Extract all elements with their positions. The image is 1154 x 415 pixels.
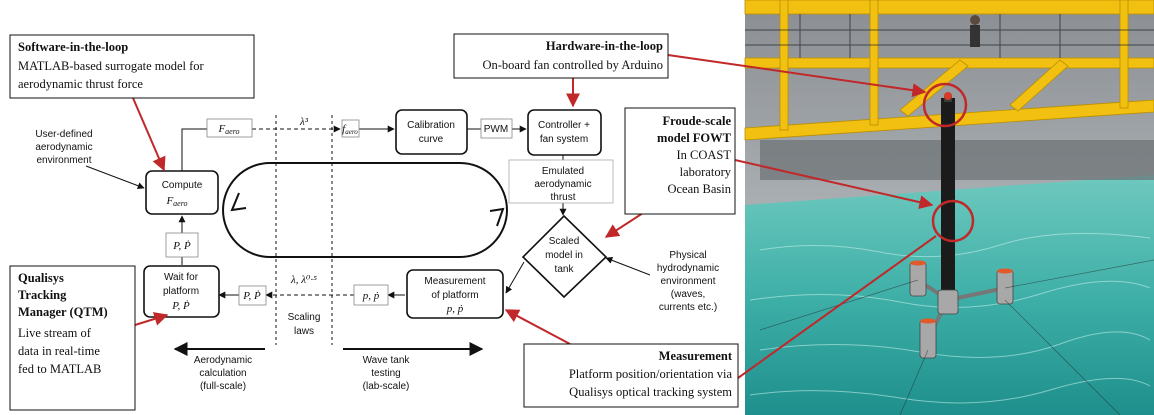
scaling-laws-label-1: Scaling — [288, 312, 321, 323]
controller-label-2: fan system — [540, 134, 588, 145]
qtm-callout-body-2: data in real-time — [18, 344, 100, 358]
wait-for-platform-block — [143, 265, 220, 318]
scaled-label-1: Scaled — [549, 236, 580, 247]
cycle-loop — [222, 162, 508, 258]
hil-callout-body: On-board fan controlled by Arduino — [482, 58, 663, 72]
p-dot-lab-label: p, ṗ — [362, 290, 380, 302]
measurement-platform-label-2: of platform — [431, 290, 478, 301]
emulated-label-1: Emulated — [542, 166, 584, 177]
qtm-callout-body-1: Live stream of — [18, 326, 92, 340]
emulated-label-2: aerodynamic — [534, 179, 591, 190]
signal-connectors — [85, 125, 651, 356]
measurement-platform-symbol: p, ṗ — [446, 303, 464, 315]
physical-label-4: (waves, — [671, 289, 705, 300]
froude-callout-body-2: laboratory — [680, 165, 732, 179]
froude-callout-title-1: Froude-scale — [662, 114, 731, 128]
controller-label-1: Controller + — [538, 120, 590, 131]
lambda-cubed-label: λ³ — [299, 116, 309, 128]
measurement-callout-body-2: Qualisys optical tracking system — [569, 385, 732, 399]
sil-callout-body-1: MATLAB-based surrogate model for — [18, 59, 205, 73]
hil-callout-title: Hardware-in-the-loop — [546, 39, 663, 53]
scaling-laws-label-2: laws — [294, 326, 314, 337]
wave-tank-label-3: (lab-scale) — [363, 381, 410, 392]
measurement-callout-body-1: Platform position/orientation via — [569, 367, 733, 381]
f-aero-lab-label: faero — [342, 123, 358, 136]
measurement-callout-title: Measurement — [659, 349, 733, 363]
calibration-curve-block — [395, 109, 468, 155]
measurement-platform-block — [406, 269, 504, 319]
f-aero-lab-box — [341, 119, 360, 138]
wave-tank-label-2: testing — [371, 368, 400, 379]
f-aero-full-label: Faero — [217, 123, 239, 136]
qtm-callout-title-3: Manager (QTM) — [18, 305, 108, 319]
controller-fan-block — [527, 109, 602, 156]
p-dot-up-label: P, Ṗ — [172, 240, 191, 252]
physical-label-5: currents etc.) — [659, 302, 717, 313]
physical-label-2: hydrodynamic — [657, 263, 719, 274]
f-aero-full-box — [206, 118, 253, 138]
aero-calc-label-1: Aerodynamic — [194, 355, 252, 366]
wave-tank-label-1: Wave tank — [363, 355, 411, 366]
compute-label: Compute — [162, 180, 203, 191]
wait-label-2: platform — [163, 286, 199, 297]
user-defined-label-2: aerodynamic — [35, 142, 92, 153]
platform-highlight-circle — [931, 199, 975, 243]
calibration-label-2: curve — [419, 134, 444, 145]
pwm-label: PWM — [484, 124, 508, 135]
compute-symbol: Faero — [165, 195, 187, 208]
compute-block — [145, 170, 219, 215]
sil-callout-body-2: aerodynamic thrust force — [18, 77, 143, 91]
fan-highlight-circle — [922, 82, 968, 128]
user-defined-label-1: User-defined — [35, 129, 92, 140]
emulated-label-3: thrust — [550, 192, 575, 203]
p-dot-left-label: P, Ṗ — [242, 290, 261, 302]
p-dot-lab-box — [353, 284, 389, 306]
sil-callout-box — [9, 34, 255, 99]
qtm-callout-title-1: Qualisys — [18, 271, 64, 285]
hil-callout-box — [453, 33, 669, 79]
p-dot-up-box — [165, 232, 199, 258]
scaling-laws-band — [275, 115, 333, 345]
calibration-label-1: Calibration — [407, 120, 455, 131]
measurement-callout-box — [523, 343, 739, 408]
froude-callout-body-1: In COAST — [676, 148, 731, 162]
emulated-thrust-box — [508, 159, 614, 204]
scaled-label-2: model in — [545, 250, 583, 261]
scaled-label-3: tank — [555, 264, 575, 275]
aero-calc-label-2: calculation — [199, 368, 246, 379]
qtm-callout-body-3: fed to MATLAB — [18, 362, 101, 376]
user-defined-label-3: environment — [36, 155, 91, 166]
pwm-box — [480, 118, 513, 139]
physical-label-1: Physical — [669, 250, 706, 261]
measurement-platform-label-1: Measurement — [424, 276, 485, 287]
froude-callout-body-3: Ocean Basin — [667, 182, 731, 196]
wait-label-1: Wait for — [164, 272, 199, 283]
wait-symbol: P, Ṗ — [171, 300, 190, 312]
p-dot-left-box — [238, 285, 267, 306]
qtm-callout-title-2: Tracking — [18, 288, 67, 302]
scaled-model-diamond — [521, 214, 608, 299]
froude-callout-box — [624, 107, 736, 215]
qtm-callout-box — [9, 265, 136, 411]
fowt-basin-photo — [744, 0, 1154, 415]
sil-callout-title: Software-in-the-loop — [18, 40, 128, 54]
callout-leaders — [132, 54, 937, 379]
froude-callout-title-2: model FOWT — [657, 131, 732, 145]
aero-calc-label-3: (full-scale) — [200, 381, 246, 392]
physical-label-3: environment — [660, 276, 715, 287]
lambda-scaling-label: λ, λ⁰·⁵ — [290, 274, 317, 286]
